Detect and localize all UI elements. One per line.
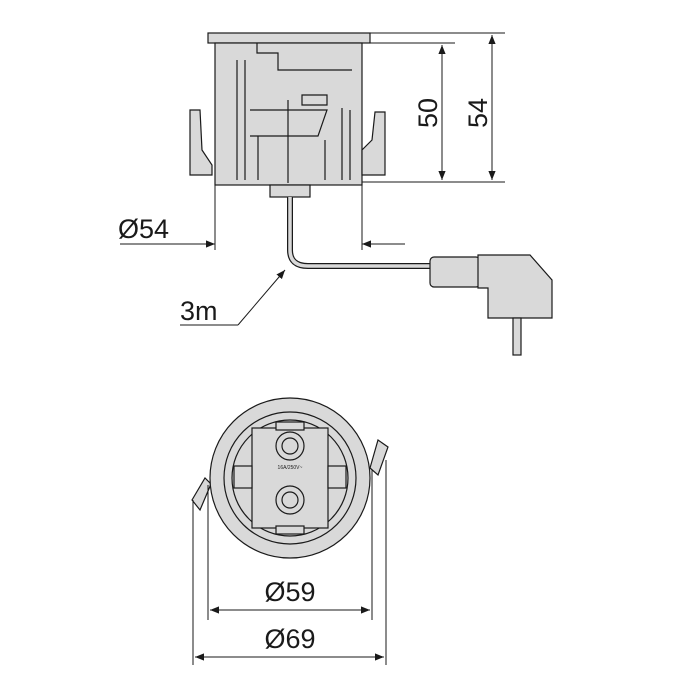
plug-strain-relief: [429, 256, 481, 288]
cable: [287, 197, 432, 269]
top-view: [191, 397, 389, 559]
left-clip: [189, 109, 213, 176]
dim-diameter-54-label: Ø54: [118, 214, 169, 244]
plug-pin: [512, 317, 522, 356]
side-latch-right: [327, 465, 347, 489]
dimension-lines: [120, 32, 505, 326]
socket-hole-bottom-inner: [281, 491, 299, 509]
top-plate: [207, 32, 371, 44]
earth-clip-top: [275, 421, 305, 431]
cable-length-label: 3m: [180, 296, 218, 326]
earth-clip-bottom: [275, 525, 305, 535]
side-latch-left: [233, 465, 253, 489]
dim-diameter-59-label: Ø59: [264, 577, 315, 607]
socket-hole-top-inner: [281, 437, 299, 455]
cable-inner: [288, 197, 432, 268]
dim-50-label: 50: [413, 98, 443, 128]
top-view-dimension-lines: [192, 460, 387, 665]
dim-54-label: 54: [463, 98, 493, 128]
plug-body: [477, 254, 553, 319]
cable-gland: [269, 184, 311, 198]
right-spring-clip: [369, 439, 389, 477]
socket-rating-label: 16A/250V~: [278, 465, 303, 471]
right-clip: [361, 111, 386, 176]
side-view: [189, 32, 553, 356]
body-details: [236, 43, 352, 183]
dim-diameter-69-label: Ø69: [264, 624, 315, 654]
